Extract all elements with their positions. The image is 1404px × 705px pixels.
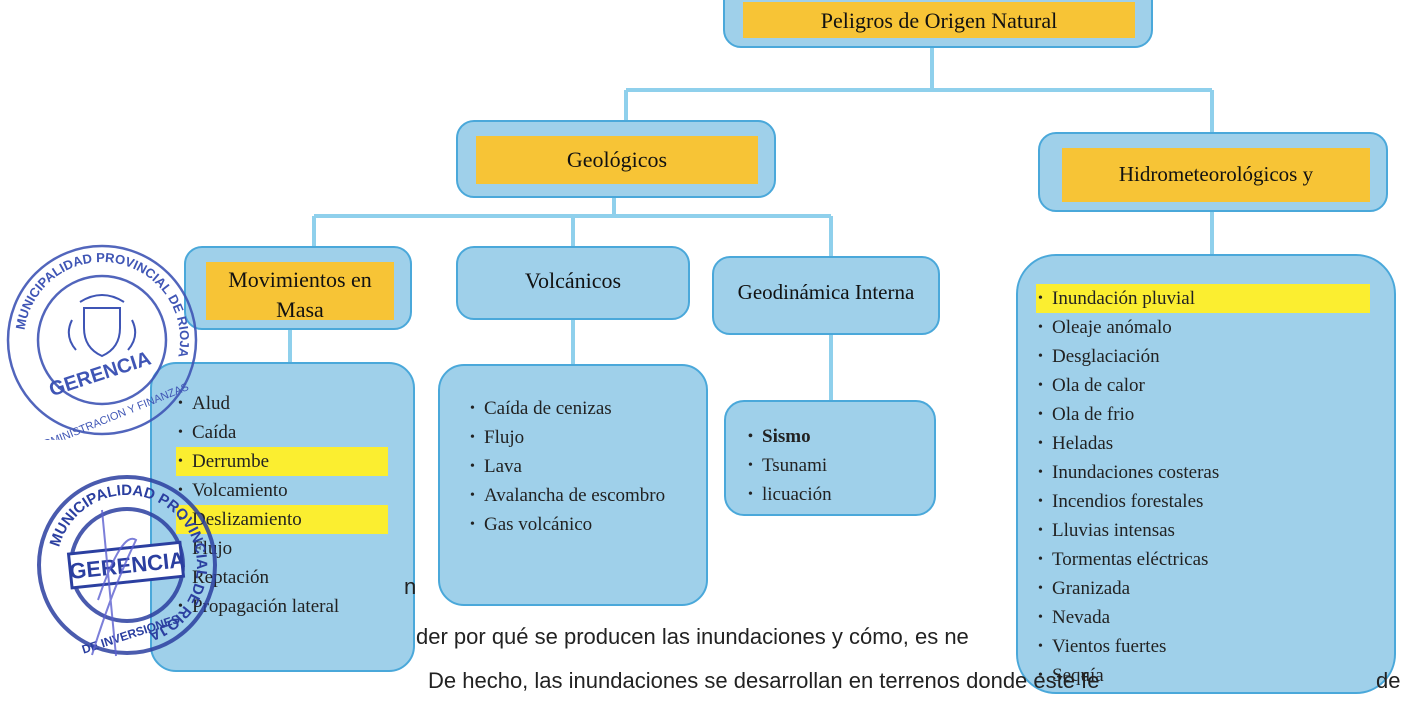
volcanicos-list-node: Caída de cenizasFlujo LavaAvalancha de e…: [438, 364, 708, 606]
masa-label: Movimientos en Masa: [206, 262, 394, 320]
hidro-node: Hidrometeorológicos y Oceanográficos: [1038, 132, 1388, 212]
coat-of-arms-icon: [67, 294, 137, 358]
list-item: Propagación lateral: [176, 592, 388, 621]
hidro-list-node: Inundación pluvialOleaje anómaloDesglaci…: [1016, 254, 1396, 694]
volcanicos-label: Volcánicos: [524, 268, 622, 293]
list-item: Ola de calor: [1036, 371, 1370, 400]
hidro-label: Hidrometeorológicos y Oceanográficos: [1062, 148, 1370, 202]
list-item: Alud: [176, 389, 388, 418]
masa-node: Movimientos en Masa: [184, 246, 412, 330]
volcanicos-list: Caída de cenizasFlujo LavaAvalancha de e…: [468, 394, 688, 539]
list-item: Caída de cenizas: [468, 394, 688, 423]
hidro-list: Inundación pluvialOleaje anómaloDesglaci…: [1036, 284, 1370, 690]
geodinamica-node: Geodinámica Interna: [712, 256, 940, 335]
list-item: Nevada: [1036, 603, 1370, 632]
list-item: Vientos fuertes: [1036, 632, 1370, 661]
list-item: Incendios forestales: [1036, 487, 1370, 516]
body-text-line2: De hecho, las inundaciones se desarrolla…: [428, 668, 1100, 693]
geodinamica-label: Geodinámica Interna: [737, 280, 915, 304]
list-item: Deslizamiento: [176, 505, 388, 534]
volcanicos-node: Volcánicos: [456, 246, 690, 320]
list-item: Lluvias intensas: [1036, 516, 1370, 545]
list-item: Inundación pluvial: [1036, 284, 1370, 313]
root-label-text: Peligros de Origen Natural: [820, 8, 1058, 33]
list-item: Inundaciones costeras: [1036, 458, 1370, 487]
geodinamica-list-node: SismoTsunamilicuación: [724, 400, 936, 516]
geologicos-label-text: Geológicos: [566, 147, 668, 172]
list-item: Granizada: [1036, 574, 1370, 603]
list-item: Ola de frio: [1036, 400, 1370, 429]
geodinamica-list: SismoTsunamilicuación: [746, 422, 926, 509]
municipal-stamp-top: MUNICIPALIDAD PROVINCIAL DE RIOJA GERENC…: [6, 244, 198, 440]
list-item: Flujo: [468, 423, 688, 452]
list-item: Sismo: [746, 422, 926, 451]
body-text-line1: der por qué se producen las inundaciones…: [416, 624, 969, 649]
list-item: Volcamiento: [176, 476, 388, 505]
geologicos-label: Geológicos: [476, 136, 758, 184]
list-item: Heladas: [1036, 429, 1370, 458]
list-item: Caída: [176, 418, 388, 447]
body-text-fragment: n: [404, 574, 417, 599]
list-item: Tsunami: [746, 451, 926, 480]
list-item: Tormentas eléctricas: [1036, 545, 1370, 574]
root-node: Peligros de Origen Natural: [723, 0, 1153, 48]
signature-scribble: [91, 509, 138, 657]
list-item: Desglaciación: [1036, 342, 1370, 371]
list-item: Lava: [468, 452, 688, 481]
list-item: Derrumbe: [176, 447, 388, 476]
list-item: Sequía: [1036, 661, 1370, 690]
root-label: Peligros de Origen Natural: [743, 2, 1135, 38]
body-text-line2-end: de: [1376, 668, 1401, 693]
list-item: Avalancha de escombro: [468, 481, 688, 510]
masa-label-text: Movimientos en Masa: [228, 267, 372, 320]
list-item: licuación: [746, 480, 926, 509]
hidro-label-text: Hidrometeorológicos y Oceanográficos: [1118, 162, 1314, 202]
municipal-stamp-bottom: MUNICIPALIDAD PROVINCIAL DE RIOJA GERENC…: [37, 475, 217, 657]
stamp-bottom-label-box: [66, 540, 186, 590]
geologicos-node: Geológicos: [456, 120, 776, 198]
list-item: Oleaje anómalo: [1036, 313, 1370, 342]
list-item: Gas volcánico: [468, 510, 688, 539]
